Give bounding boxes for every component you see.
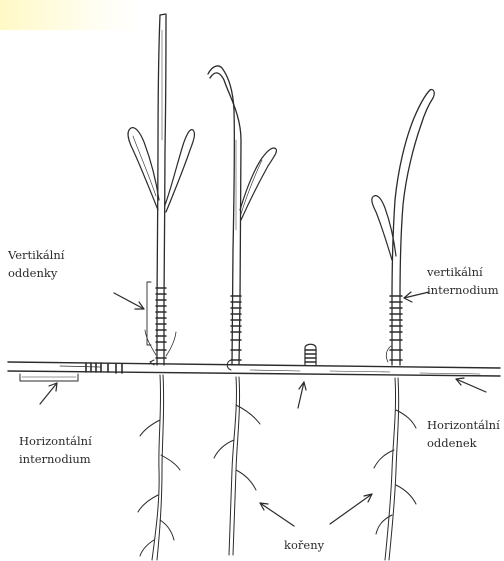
internode-bracket bbox=[20, 374, 78, 381]
label-line: oddenek bbox=[427, 434, 500, 452]
horizontal-rhizome bbox=[8, 362, 500, 381]
label-line: Horizontální bbox=[427, 416, 500, 434]
arrow-roots-left bbox=[260, 503, 294, 526]
rhizome-bud bbox=[305, 344, 316, 366]
label-vertical-rhizomes: Vertikální oddenky bbox=[8, 246, 64, 282]
label-line: vertikální bbox=[427, 263, 499, 281]
arrow-vertical-rhizomes bbox=[114, 293, 144, 309]
arrow-roots-right bbox=[330, 494, 372, 524]
label-horizontal-internode: Horizontální internodium bbox=[19, 432, 92, 468]
label-line: internodium bbox=[19, 450, 92, 468]
shoot-middle bbox=[208, 66, 276, 370]
label-line: Horizontální bbox=[19, 432, 92, 450]
label-line: oddenky bbox=[8, 264, 64, 282]
label-roots: kořeny bbox=[284, 536, 324, 554]
arrow-horizontal-rhizome bbox=[456, 379, 486, 392]
label-vertical-internode: vertikální internodium bbox=[427, 263, 499, 299]
roots bbox=[138, 375, 416, 560]
label-line: internodium bbox=[427, 281, 499, 299]
label-line: kořeny bbox=[284, 536, 324, 554]
shoot-left bbox=[128, 14, 194, 365]
shoot-right bbox=[372, 89, 434, 365]
label-horizontal-rhizome: Horizontální oddenek bbox=[427, 416, 500, 452]
pointer-arrows bbox=[40, 292, 486, 526]
label-line: Vertikální bbox=[8, 246, 64, 264]
